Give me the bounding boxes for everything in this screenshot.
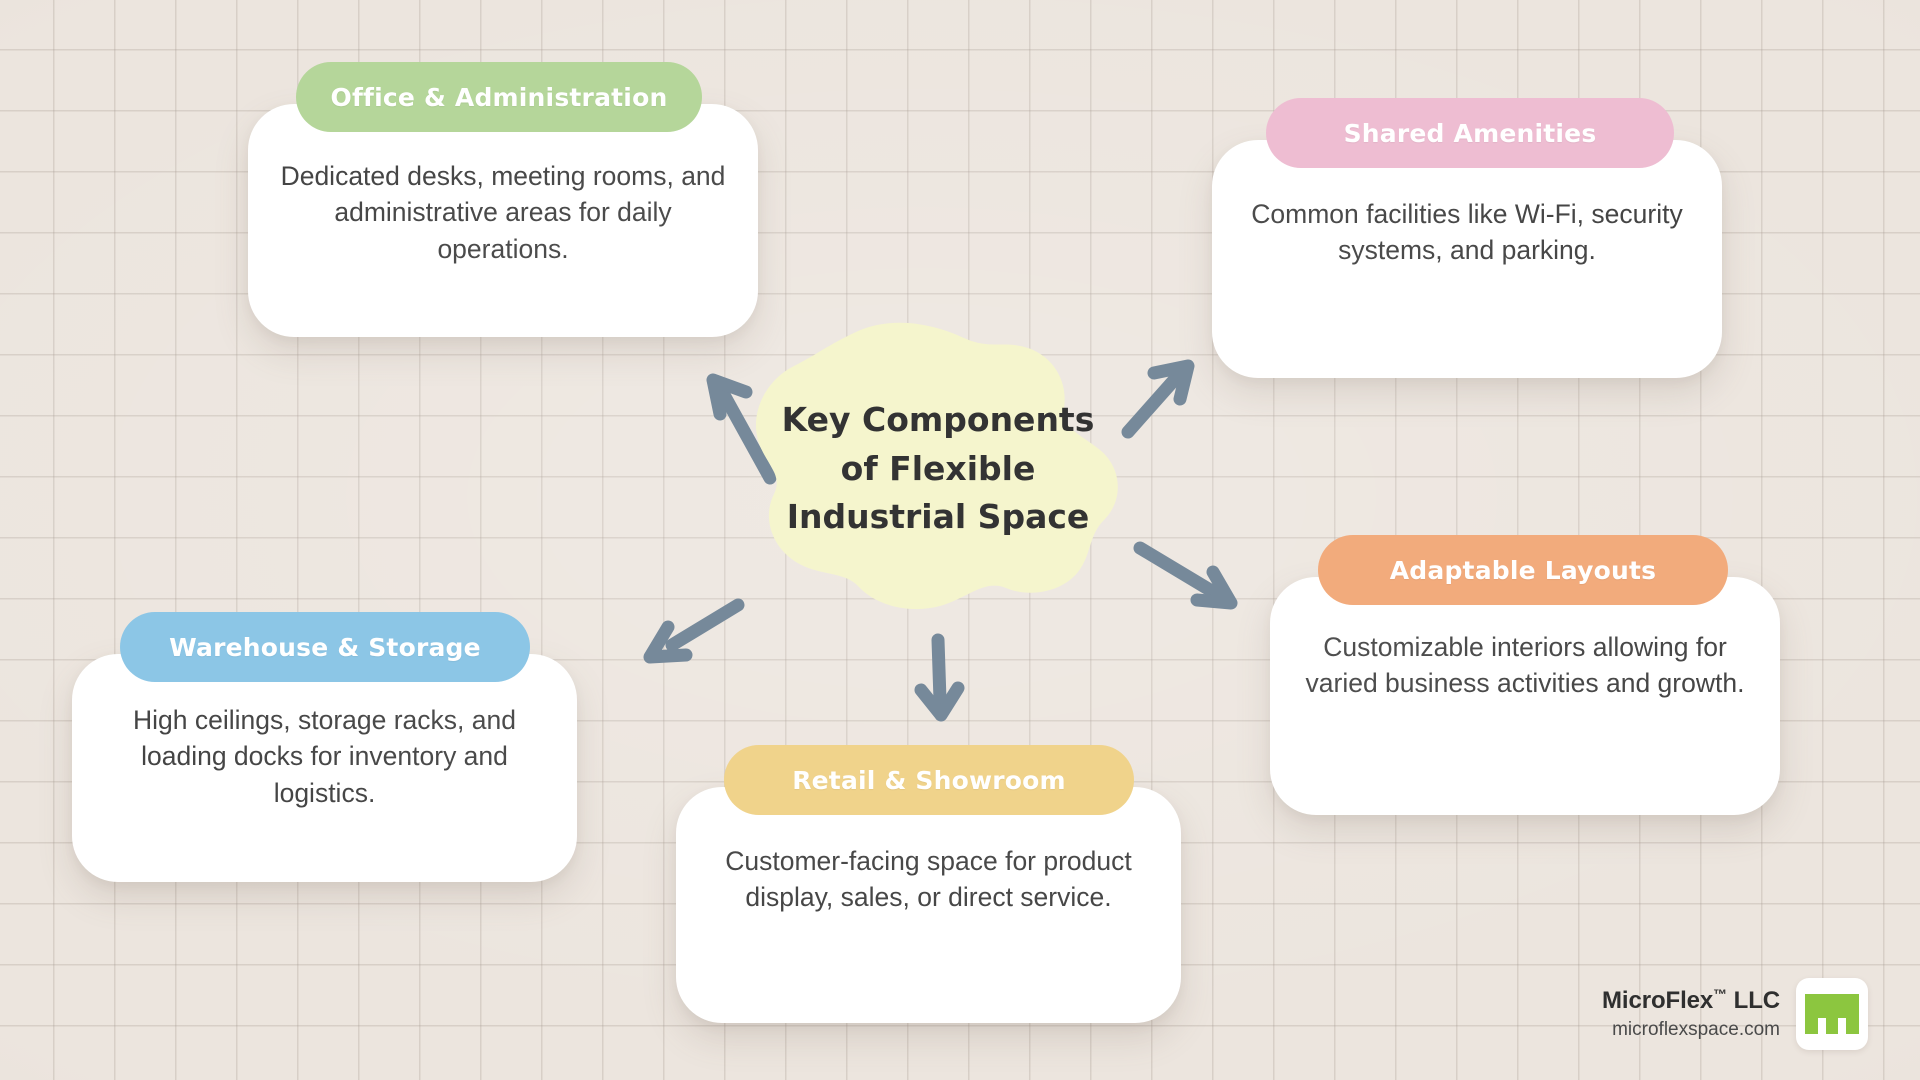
brand-logo — [1796, 978, 1868, 1050]
arrow-down-left — [643, 598, 745, 664]
card-title-office-administration: Office & Administration — [330, 82, 668, 112]
card-adaptable-layouts[interactable]: Customizable interiors allowing for vari… — [1270, 535, 1780, 815]
brand-name: MicroFlex™ LLC — [1602, 986, 1780, 1015]
card-header-adaptable-layouts: Adaptable Layouts — [1318, 535, 1728, 605]
card-office-administration[interactable]: Dedicated desks, meeting rooms, and admi… — [248, 62, 758, 337]
card-shared-amenities[interactable]: Common facilities like Wi-Fi, security s… — [1212, 98, 1722, 378]
arrow-down-right — [1133, 541, 1238, 610]
trademark-symbol: ™ — [1713, 986, 1728, 1003]
arrow-down — [914, 633, 965, 722]
brand-suffix: LLC — [1727, 987, 1780, 1015]
warehouse-logo-icon — [1805, 994, 1859, 1034]
brand-name-text: MicroFlex — [1602, 987, 1714, 1015]
card-text-office-administration: Dedicated desks, meeting rooms, and admi… — [280, 161, 726, 264]
card-header-office-administration: Office & Administration — [296, 62, 702, 132]
card-title-adaptable-layouts: Adaptable Layouts — [1389, 555, 1657, 585]
card-title-retail-showroom: Retail & Showroom — [792, 765, 1066, 795]
card-title-shared-amenities: Shared Amenities — [1343, 118, 1597, 148]
card-header-warehouse-storage: Warehouse & Storage — [120, 612, 530, 682]
card-text-adaptable-layouts: Customizable interiors allowing for vari… — [1305, 632, 1745, 699]
card-text-warehouse-storage: High ceilings, storage racks, and loadin… — [133, 705, 516, 808]
card-text-shared-amenities: Common facilities like Wi-Fi, security s… — [1251, 199, 1683, 266]
card-header-shared-amenities: Shared Amenities — [1266, 98, 1674, 168]
card-body-office-administration: Dedicated desks, meeting rooms, and admi… — [248, 104, 758, 337]
card-warehouse-storage[interactable]: High ceilings, storage racks, and loadin… — [72, 612, 577, 882]
card-header-retail-showroom: Retail & Showroom — [724, 745, 1134, 815]
center-blob-shape — [755, 322, 1118, 610]
brand-footer: MicroFlex™ LLC microflexspace.com — [1602, 978, 1868, 1050]
card-body-warehouse-storage: High ceilings, storage racks, and loadin… — [72, 654, 577, 882]
card-text-retail-showroom: Customer-facing space for product displa… — [725, 846, 1132, 913]
brand-text: MicroFlex™ LLC microflexspace.com — [1602, 986, 1780, 1042]
card-body-adaptable-layouts: Customizable interiors allowing for vari… — [1270, 577, 1780, 815]
card-body-retail-showroom: Customer-facing space for product displa… — [676, 787, 1181, 1023]
card-body-shared-amenities: Common facilities like Wi-Fi, security s… — [1212, 140, 1722, 378]
card-retail-showroom[interactable]: Customer-facing space for product displa… — [676, 745, 1181, 1023]
card-title-warehouse-storage: Warehouse & Storage — [169, 632, 481, 662]
center-blob: Key Components of Flexible Industrial Sp… — [752, 322, 1124, 614]
brand-url: microflexspace.com — [1612, 1019, 1780, 1041]
arrow-up-right — [1121, 359, 1195, 439]
